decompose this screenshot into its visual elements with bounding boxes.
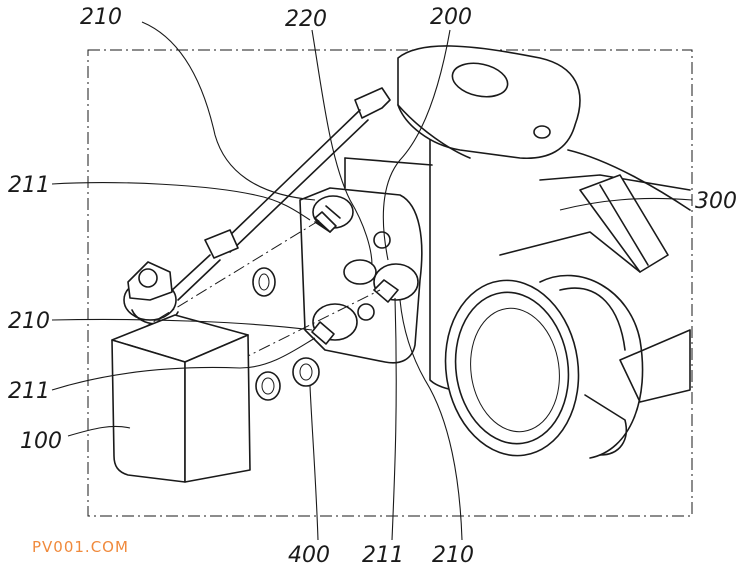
label-400-bottom: 400 (288, 543, 330, 568)
label-211-lower: 211 (8, 379, 50, 404)
washers-400 (252, 267, 320, 401)
label-210-left: 210 (8, 309, 50, 334)
watermark-text: PV001.COM (32, 538, 129, 556)
label-100-left: 100 (20, 429, 62, 454)
label-220-top: 220 (285, 7, 327, 32)
label-210-bottom: 210 (432, 543, 474, 568)
label-211-upper: 211 (8, 173, 50, 198)
label-211-bottom: 211 (362, 543, 404, 568)
bracket-200 (299, 157, 433, 364)
label-200-top: 200 (430, 5, 472, 30)
label-210-top: 210 (80, 5, 122, 30)
label-300-right: 300 (695, 189, 737, 214)
actuator-box-100 (111, 314, 251, 483)
frame-border (87, 49, 693, 517)
leader-lines (51, 21, 693, 541)
housing-300 (397, 45, 691, 459)
